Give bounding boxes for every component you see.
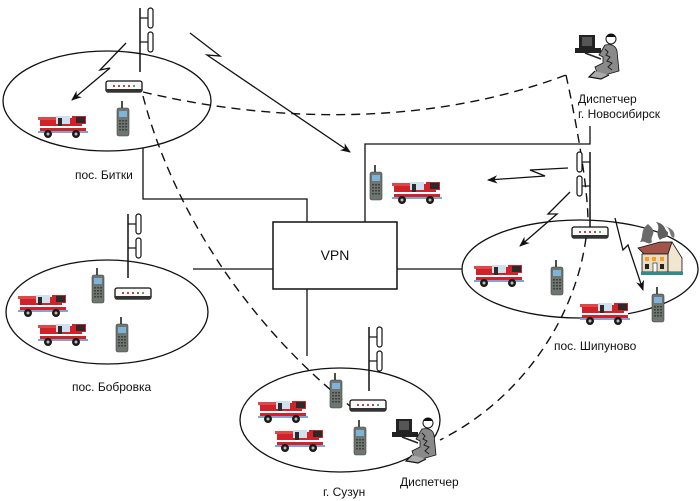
label-shipunovo: пос. Шипуново	[554, 339, 637, 353]
wireless-shipunovo-truck-left	[519, 191, 571, 247]
label-suzun: г. Сузун	[323, 485, 365, 499]
vpn-links	[142, 126, 591, 356]
link-novosibirsk-vpn	[364, 126, 591, 222]
wireless-shipunovo-mobile	[486, 167, 569, 184]
dashed-bitki-novosibirsk	[142, 74, 567, 116]
burning-house-icon	[637, 221, 684, 276]
fire-truck-icon-bobrovka-1	[18, 295, 68, 317]
wireless-bitki-truck	[71, 42, 127, 101]
dispatcher-icon-suzun	[391, 417, 437, 464]
zone-bitki	[2, 50, 212, 152]
fire-truck-icon-shipunovo-1	[474, 265, 524, 287]
label-novosibirsk-dispatcher: Диспетчер	[578, 92, 637, 106]
radio-icon-suzun-2	[353, 419, 367, 456]
fire-truck-icon-shipunovo-2	[580, 303, 630, 325]
antenna-icon-suzun	[368, 326, 383, 392]
wireless-links	[71, 32, 644, 291]
label-suzun-dispatcher: Диспетчер	[400, 475, 459, 489]
fire-truck-icon-suzun-2	[275, 430, 325, 452]
radio-icon-mobile	[369, 164, 383, 201]
fire-truck-icon-bitki	[38, 116, 88, 138]
fire-truck-icon-suzun-1	[258, 401, 308, 423]
zone-bobrovka	[5, 259, 209, 365]
antenna-icon-bitki	[139, 7, 154, 73]
radio-icon-bobrovka-1	[91, 267, 105, 304]
radio-icon-shipunovo-1	[550, 259, 564, 296]
dashed-shipunovo-suzun	[439, 237, 587, 441]
router-icon-suzun	[349, 399, 387, 412]
router-icon-bitki	[105, 80, 143, 93]
label-bitki: пос. Битки	[75, 168, 133, 182]
vpn-node: VPN	[272, 221, 398, 290]
label-novosibirsk-city: г. Новосибирск	[578, 107, 661, 121]
zone-suzun	[239, 367, 441, 473]
router-icon-bobrovka	[114, 287, 152, 300]
antenna-icon-bobrovka	[127, 213, 142, 279]
link-bitki-vpn	[142, 148, 308, 222]
router-icon-shipunovo	[571, 226, 609, 239]
wireless-bitki-mobile	[189, 32, 351, 153]
radio-icon-bitki	[116, 100, 130, 137]
wireless-shipunovo-truck-right	[614, 217, 644, 291]
label-bobrovka: пос. Бобровка	[72, 380, 151, 394]
fire-truck-icon-mobile	[392, 182, 442, 204]
dispatcher-icon-novosibirsk	[574, 33, 620, 80]
radio-icon-bobrovka-2	[115, 316, 129, 353]
radio-icon-shipunovo-2	[651, 286, 665, 323]
radio-icon-suzun-1	[329, 372, 343, 409]
vpn-label: VPN	[321, 247, 350, 263]
fire-truck-icon-bobrovka-2	[38, 324, 88, 346]
